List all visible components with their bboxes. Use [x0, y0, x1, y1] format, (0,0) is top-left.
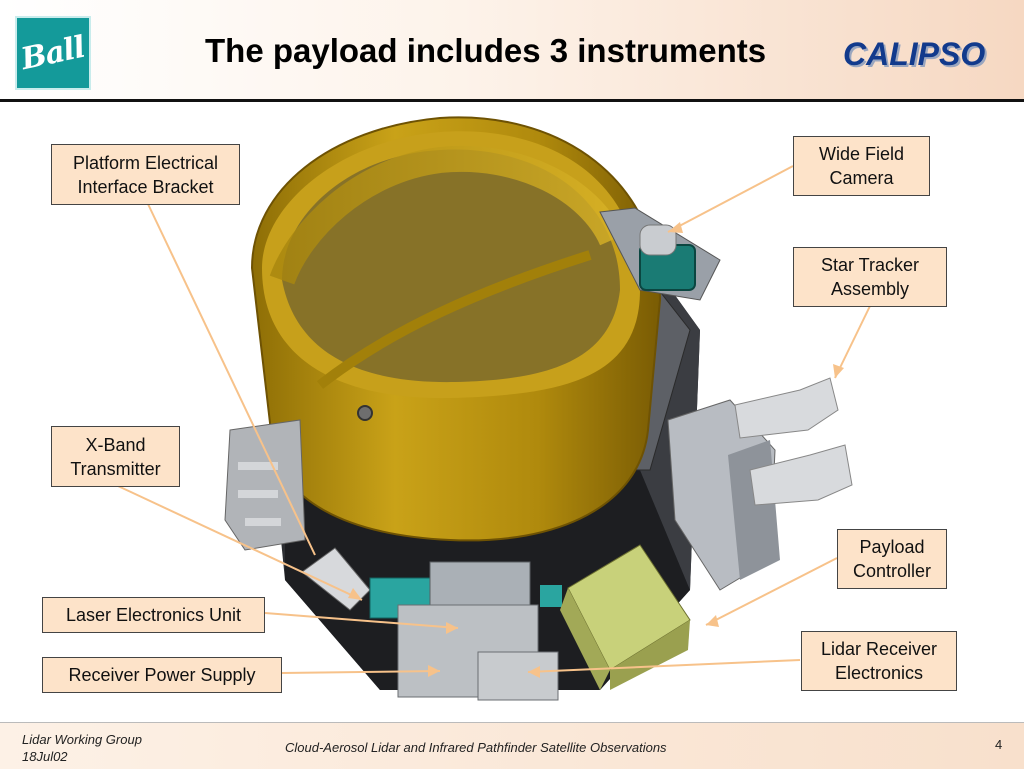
callout-payload-controller-line1: Payload	[859, 537, 925, 557]
callout-xband-line1: X-Band	[85, 434, 146, 455]
footer-group: Lidar Working Group	[22, 732, 142, 747]
callout-receiver-power-text: Receiver Power Supply	[68, 665, 256, 685]
callout-platform-bracket-line1: Platform Electrical	[72, 152, 219, 173]
logo-text: Ball	[18, 29, 88, 77]
callout-lidar-receiver-line2: Electronics	[834, 663, 924, 683]
callout-platform-bracket: Platform Electrical Interface Bracket	[51, 144, 240, 205]
star-tracker-hardware	[667, 377, 853, 591]
slide-footer: Lidar Working Group 18Jul02 Cloud-Aeroso…	[0, 722, 1024, 769]
callout-star-tracker-line1: Star Tracker	[820, 255, 920, 275]
callout-star-tracker-line2: Assembly	[830, 279, 910, 299]
callout-receiver-power: Receiver Power Supply	[42, 657, 282, 693]
leader-lines	[117, 165, 871, 674]
telescope-baffle	[250, 116, 662, 542]
callout-laser-electronics: Laser Electronics Unit	[42, 597, 265, 633]
callout-star-tracker: Star Tracker Assembly	[793, 247, 947, 307]
mission-brand: CALIPSO	[843, 36, 986, 72]
xband-hardware	[224, 419, 306, 551]
callout-xband-line2: Transmitter	[70, 458, 161, 479]
callout-xband-transmitter: X-Band Transmitter	[51, 426, 180, 487]
callout-payload-controller-line2: Controller	[852, 561, 932, 581]
callout-laser-electronics-text: Laser Electronics Unit	[65, 605, 242, 625]
payload-illustration	[117, 116, 871, 701]
leader-arrowheads	[348, 222, 844, 678]
payload-controller-hardware	[560, 544, 691, 690]
footer-mission: Cloud-Aerosol Lidar and Infrared Pathfin…	[285, 740, 667, 755]
slide-header: Ball The payload includes 3 instruments …	[0, 0, 1024, 100]
electronics-hardware	[369, 561, 562, 701]
callout-lidar-receiver: Lidar Receiver Electronics	[801, 631, 957, 691]
wide-field-camera-hardware	[599, 207, 721, 301]
callout-wide-field-camera-line2: Camera	[829, 168, 894, 188]
callout-wide-field-camera-line1: Wide Field	[818, 144, 905, 164]
callout-lidar-receiver-line1: Lidar Receiver	[820, 639, 938, 659]
callout-payload-controller: Payload Controller	[837, 529, 947, 589]
slide-title: The payload includes 3 instruments	[205, 32, 767, 69]
callout-platform-bracket-line2: Interface Bracket	[77, 176, 214, 197]
callout-wide-field-camera: Wide Field Camera	[793, 136, 930, 196]
footer-date: 18Jul02	[22, 749, 68, 764]
page-number: 4	[995, 737, 1003, 752]
header-divider	[0, 99, 1024, 102]
ball-logo: Ball	[15, 16, 91, 90]
footer-left: Lidar Working Group 18Jul02	[22, 731, 142, 765]
